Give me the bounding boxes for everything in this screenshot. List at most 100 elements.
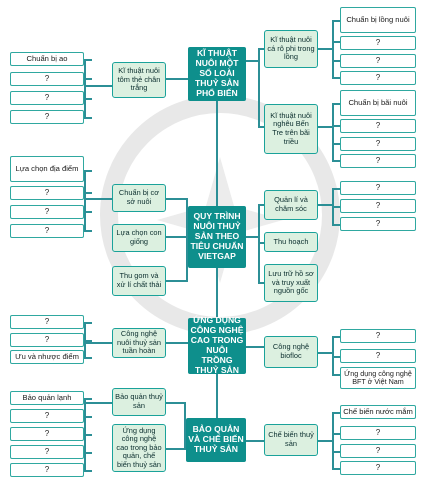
leaf-placeholder: ?: [340, 36, 416, 50]
leaf-placeholder: ?: [10, 463, 84, 477]
connector: [84, 211, 92, 213]
connector: [84, 322, 92, 324]
connector: [84, 192, 92, 194]
connector: [332, 143, 340, 145]
connector: [258, 204, 260, 284]
mid-tilapia-farming: Kĩ thuật nuôi cá rô phi trong lồng: [264, 30, 318, 68]
leaf-fish-sauce: Chế biến nước mắm: [340, 405, 416, 419]
mid-preservation: Bảo quản thuỷ sản: [112, 388, 166, 416]
connector: [86, 198, 112, 200]
mid-waste-treatment: Thu gom và xử lí chất thải: [112, 266, 166, 296]
leaf-placeholder: ?: [340, 154, 416, 168]
connector: [332, 160, 340, 162]
mid-processing: Chế biến thuỷ sản: [264, 424, 318, 456]
connector: [246, 60, 260, 62]
connector: [86, 342, 112, 344]
main-topic-preservation-processing: Bảo quản và chế biến thuỷ sản: [186, 418, 246, 462]
connector: [258, 48, 260, 128]
leaf-placeholder: ?: [10, 91, 84, 105]
connector: [166, 402, 186, 404]
connector: [166, 78, 188, 80]
leaf-placeholder: ?: [10, 445, 84, 459]
leaf-placeholder: ?: [10, 224, 84, 238]
connector: [258, 126, 266, 128]
connector: [318, 48, 334, 50]
leaf-placeholder: ?: [10, 186, 84, 200]
mid-traceability: Lưu trữ hồ sơ và truy xuất nguồn gốc: [264, 264, 318, 302]
connector: [84, 60, 86, 119]
mid-high-tech-preservation: Ứng dụng công nghệ cao trong bảo quản, c…: [112, 424, 166, 472]
leaf-placeholder: ?: [340, 137, 416, 151]
connector: [84, 340, 92, 342]
leaf-placeholder: ?: [340, 181, 416, 195]
connector: [332, 103, 334, 161]
connector: [84, 357, 92, 359]
connector: [332, 60, 340, 62]
connector: [166, 236, 188, 238]
leaf-beach-preparation: Chuẩn bị bãi nuôi: [340, 90, 416, 116]
leaf-placeholder: ?: [10, 72, 84, 86]
mid-harvest: Thu hoạch: [264, 232, 318, 252]
leaf-site-selection: Lựa chọn địa điểm: [10, 156, 84, 182]
connector: [108, 198, 110, 199]
mid-management-care: Quản lí và chăm sóc: [264, 190, 318, 220]
connector: [332, 374, 340, 376]
connector: [332, 125, 340, 127]
mid-seed-selection: Lựa chọn con giống: [112, 224, 166, 252]
connector: [84, 398, 92, 400]
connector: [332, 412, 340, 414]
leaf-placeholder: ?: [340, 329, 416, 343]
connector: [332, 433, 340, 435]
connector: [84, 117, 92, 119]
leaf-placeholder: ?: [10, 427, 84, 441]
connector: [166, 342, 188, 344]
connector: [246, 236, 260, 238]
main-topic-high-tech-aquaculture: Ứng dụng công nghệ cao trong nuôi trồng …: [188, 315, 246, 375]
connector: [84, 170, 92, 172]
connector: [332, 206, 340, 208]
mid-facility-preparation: Chuẩn bị cơ sở nuôi: [112, 184, 166, 212]
leaf-placeholder: ?: [340, 217, 416, 231]
connector: [246, 440, 264, 442]
connector: [258, 282, 266, 284]
leaf-placeholder: ?: [340, 54, 416, 68]
connector: [258, 204, 266, 206]
mid-biofloc: Công nghệ biofloc: [264, 336, 318, 368]
connector: [86, 402, 112, 404]
connector: [318, 204, 334, 206]
connector: [318, 352, 334, 354]
connector: [332, 103, 340, 105]
connector: [84, 470, 92, 472]
connector: [332, 20, 334, 79]
leaf-placeholder: ?: [10, 110, 84, 124]
connector: [86, 85, 112, 87]
connector: [84, 416, 92, 418]
connector: [318, 440, 334, 442]
connector: [246, 346, 264, 348]
main-topic-fish-farming-techniques: Kĩ thuật nuôi một số loài thuỷ sản phổ b…: [188, 47, 246, 101]
connector: [258, 48, 266, 50]
leaf-placeholder: ?: [340, 461, 416, 475]
connector: [332, 356, 340, 358]
connector: [332, 20, 340, 22]
leaf-placeholder: ?: [340, 444, 416, 458]
mid-clam-farming: Kĩ thuật nuôi nghêu Bến Tre trên bãi tri…: [264, 104, 318, 154]
connector: [84, 230, 92, 232]
connector: [258, 242, 266, 244]
leaf-cage-preparation: Chuẩn bị lồng nuôi: [340, 7, 416, 33]
leaf-placeholder: ?: [10, 333, 84, 347]
connector: [332, 41, 340, 43]
leaf-placeholder: ?: [340, 199, 416, 213]
leaf-placeholder: ?: [340, 119, 416, 133]
connector: [332, 188, 340, 190]
leaf-cold-storage: Bảo quản lạnh: [10, 391, 84, 405]
connector: [84, 170, 86, 232]
connector: [166, 280, 188, 282]
connector: [332, 224, 340, 226]
leaf-placeholder: ?: [10, 205, 84, 219]
connector: [332, 77, 340, 79]
leaf-placeholder: ?: [10, 409, 84, 423]
connector: [166, 448, 186, 450]
connector: [332, 336, 340, 338]
